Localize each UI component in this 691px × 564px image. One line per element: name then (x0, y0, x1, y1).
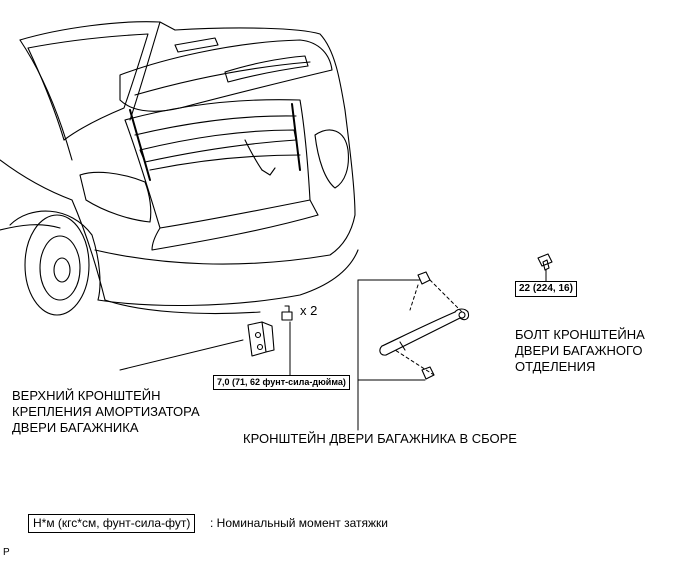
legend-unit-box: Н*м (кгс*см, фунт-сила-фут) (28, 514, 196, 533)
bolt-label-line-1: БОЛТ КРОНШТЕЙНА (515, 327, 645, 342)
upper-bracket-torque-box: 7,0 (71, 62 фунт-сила-дюйма) (213, 375, 350, 390)
bolt-label-line-2: ДВЕРИ БАГАЖНОГО (515, 343, 643, 358)
corner-code: P (3, 547, 10, 558)
leader-lines (119, 269, 547, 431)
upper-bracket-label-line-1: ВЕРХНИЙ КРОНШТЕЙН (12, 388, 161, 403)
bolt-torque-box: 22 (224, 16) (515, 281, 577, 297)
upper-bracket-bolt (281, 305, 293, 321)
quantity-label: x 2 (300, 303, 318, 318)
upper-bracket-part (247, 321, 275, 357)
bolt-label: БОЛТ КРОНШТЕЙНА ДВЕРИ БАГАЖНОГО ОТДЕЛЕНИ… (515, 327, 645, 375)
damper-stay-part (379, 308, 470, 356)
legend-text: : Номинальный момент затяжки (210, 516, 388, 530)
bolt-part (537, 253, 553, 271)
car-illustration (0, 21, 359, 316)
upper-bracket-label-line-3: ДВЕРИ БАГАЖНИКА (12, 420, 139, 435)
upper-bracket-label-line-2: КРЕПЛЕНИЯ АМОРТИЗАТОРА (12, 404, 200, 419)
bolt-label-line-3: ОТДЕЛЕНИЯ (515, 359, 596, 374)
door-bracket-assembly-label: КРОНШТЕЙН ДВЕРИ БАГАЖНИКА В СБОРЕ (243, 431, 517, 446)
upper-bracket-label: ВЕРХНИЙ КРОНШТЕЙН КРЕПЛЕНИЯ АМОРТИЗАТОРА… (12, 388, 200, 436)
